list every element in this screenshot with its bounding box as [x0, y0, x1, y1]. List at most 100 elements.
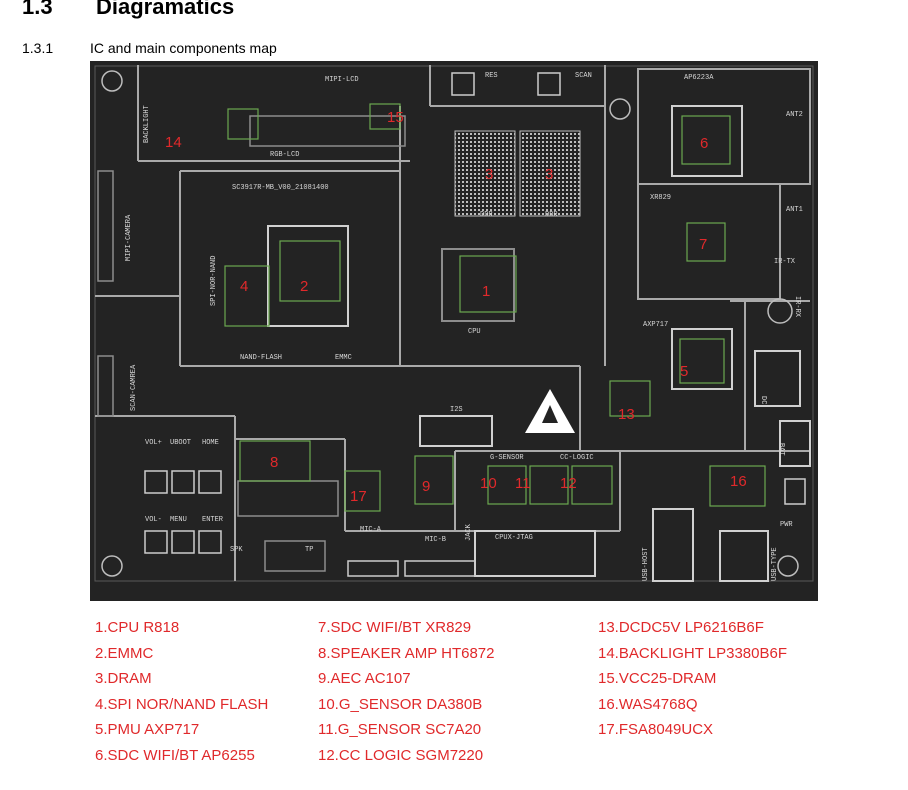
silk-cc-logic: CC-LOGIC	[560, 454, 594, 462]
key-pad	[171, 470, 195, 494]
ir-receiver-outline	[767, 298, 793, 324]
silk-scan: SCAN	[575, 72, 592, 80]
misc-pads	[97, 72, 806, 577]
xr829-outline	[637, 183, 781, 300]
ic-triangle	[525, 389, 575, 433]
silk-xr829: XR829	[650, 194, 671, 202]
was-core	[709, 465, 766, 507]
silk-i2s: I2S	[450, 406, 463, 414]
wifi-core	[681, 115, 731, 165]
marker-14: 14	[165, 134, 182, 151]
emmc-chip	[267, 225, 349, 327]
silk-spi-nor-nand: SPI-NOR-NAND	[210, 256, 218, 306]
bat-pads	[779, 420, 811, 467]
key-pad	[144, 470, 168, 494]
silk-usb-host: USB-HOST	[642, 547, 650, 581]
marker-6: 6	[700, 135, 708, 152]
silk-g-sensor: G-SENSOR	[490, 454, 524, 462]
backlight-core	[227, 108, 259, 140]
silk-pwr: PWR	[780, 521, 793, 529]
main-chips	[267, 105, 811, 582]
legend-item: 3.DRAM	[95, 670, 152, 687]
silk-uboot: UBOOT	[170, 439, 191, 447]
mounting-hole	[777, 555, 799, 577]
legend-item: 4.SPI NOR/NAND FLASH	[95, 695, 269, 713]
marker-5: 5	[680, 363, 688, 380]
usb-type-connector	[719, 530, 769, 582]
component-markers: 1 2 3 3 4 5 6 7 8 9 10 11 12 13 14 15 16…	[165, 109, 747, 505]
silk-backlight: BACKLIGHT	[143, 105, 151, 143]
mounting-holes	[101, 70, 799, 577]
silk-vol-plus: VOL+	[145, 439, 162, 447]
mic-b-connector	[404, 560, 476, 577]
pwr-button-pad	[784, 478, 806, 505]
silk-res: RES	[485, 72, 498, 80]
silk-scan-camera: SCAN-CAMREA	[130, 364, 138, 411]
scan-button-pad	[537, 72, 561, 96]
silk-mic-a: MIC-A	[360, 526, 382, 534]
key-pad	[144, 530, 168, 554]
mipi-camera-connector	[97, 170, 114, 282]
battery-connector	[754, 350, 801, 407]
silk-ddr-right: DDR	[545, 211, 558, 219]
board-edge	[94, 65, 814, 582]
ddr-chip-left	[454, 130, 516, 217]
silk-ir-tx: IR-TX	[774, 258, 796, 266]
marker-10: 10	[480, 475, 497, 492]
legend-item: 5.PMU AXP717	[95, 721, 200, 738]
silk-vol-minus: VOL-	[145, 516, 162, 524]
legend-item: 1.CPU R818	[95, 619, 180, 636]
pcb-drawing: MIPI-LCD RGB-LCD BACKLIGHT RES SCAN AP62…	[90, 61, 818, 601]
silk-spk: SPK	[230, 546, 243, 554]
legend-item: 12.CC LOGIC SGM7220	[318, 746, 484, 764]
cpu-core	[459, 255, 517, 313]
silk-cpux-jtag: CPUX-JTAG	[495, 534, 533, 542]
ap6223a-chip	[671, 105, 743, 177]
mounting-hole	[101, 555, 123, 577]
pmu-core	[679, 338, 725, 384]
vcc25-core	[369, 103, 401, 130]
marker-7: 7	[699, 236, 707, 253]
marker-9: 9	[422, 478, 430, 495]
legend-item: 14.BACKLIGHT LP3380B6F	[598, 644, 787, 662]
silk-usb-type: USB-TYPE	[771, 547, 779, 581]
amp-core	[239, 440, 311, 482]
jtag-connector	[474, 530, 596, 577]
legend-item: 8.SPEAKER AMP HT6872	[318, 644, 495, 662]
dcdc-core	[609, 380, 651, 417]
scan-camera-connector	[97, 355, 114, 417]
legend-item: 17.FSA8049UCX	[598, 721, 714, 738]
spk-connector	[264, 540, 326, 572]
marker-1: 1	[482, 283, 490, 300]
legend-item: 15.VCC25-DRAM	[598, 670, 717, 687]
legend-column-1: 1.CPU R818 2.EMMC 3.DRAM 4.SPI NOR/NAND …	[95, 615, 268, 768]
i2s-block	[419, 415, 493, 447]
cc-logic-core	[571, 465, 613, 505]
cpu-chip	[441, 248, 515, 322]
silk-rgb-lcd: RGB-LCD	[270, 151, 299, 159]
silk-ant2: ANT2	[786, 111, 803, 119]
component-legend: 1.CPU R818 2.EMMC 3.DRAM 4.SPI NOR/NAND …	[0, 615, 908, 775]
silk-mic-b: MIC-B	[425, 536, 446, 544]
silk-enter: ENTER	[202, 516, 224, 524]
section-title: Diagramatics	[96, 0, 235, 19]
silkscreen-labels: MIPI-LCD RGB-LCD BACKLIGHT RES SCAN AP62…	[125, 72, 803, 581]
key-pad	[198, 470, 222, 494]
silk-jack: JACK	[465, 523, 473, 541]
ddr-chip-right	[519, 130, 581, 217]
mounting-hole	[609, 98, 631, 120]
marker-3a: 3	[485, 166, 493, 183]
legend-item: 11.G_SENSOR SC7A20	[318, 721, 482, 738]
axp717-chip	[671, 328, 733, 390]
subsection-number: 1.3.1	[22, 40, 54, 56]
silk-cpu: CPU	[468, 328, 481, 336]
legend-column-3: 13.DCDC5V LP6216B6F 14.BACKLIGHT LP3380B…	[598, 615, 787, 743]
silk-emmc: EMMC	[335, 354, 352, 362]
g-sensor-da-core	[487, 465, 527, 505]
legend-item: 16.WAS4768Q	[598, 695, 698, 713]
component-clusters	[224, 103, 766, 512]
res-button-pad	[451, 72, 475, 96]
esd-warning-inner	[542, 405, 558, 423]
silk-ant1: ANT1	[786, 206, 803, 214]
